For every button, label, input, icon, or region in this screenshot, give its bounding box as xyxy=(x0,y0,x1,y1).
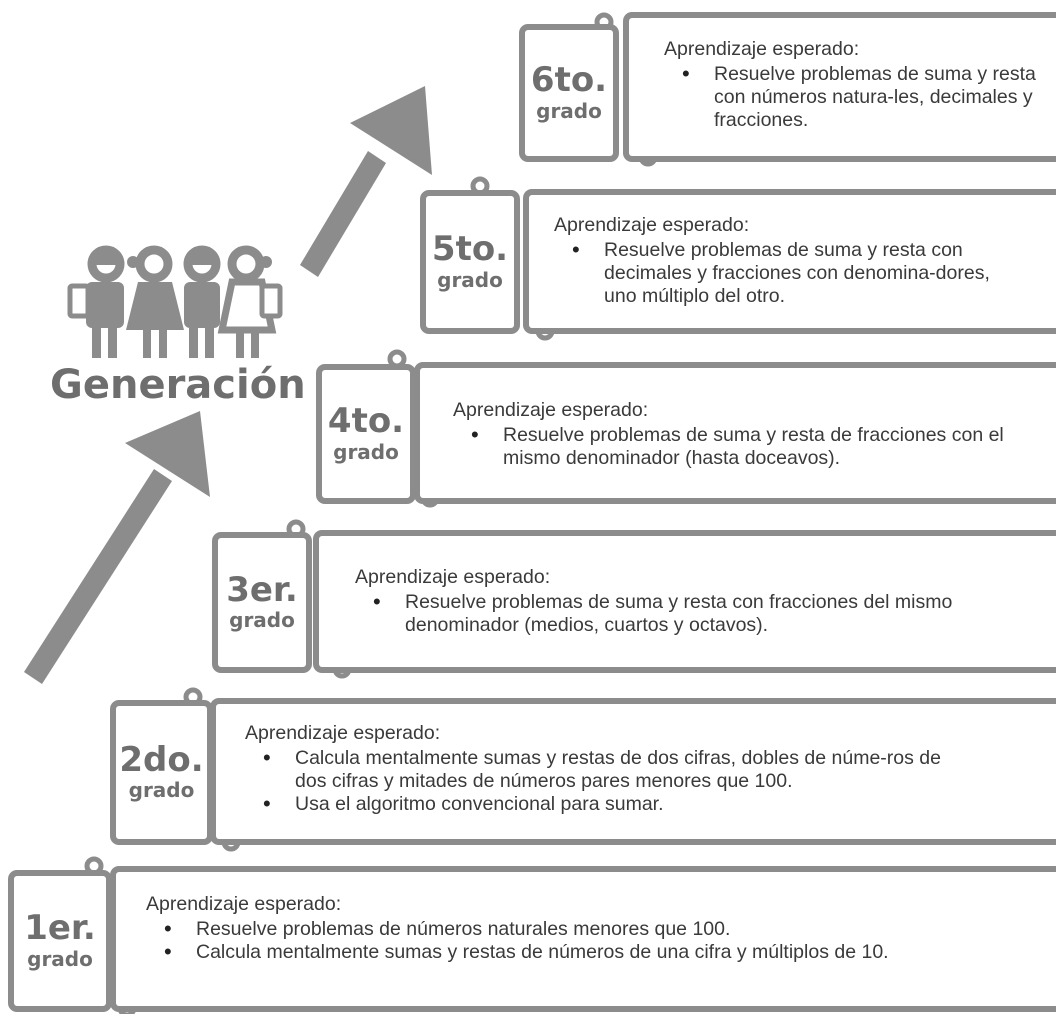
grade-tab-6: 6to. grado xyxy=(519,24,619,162)
grade-number: 5to. xyxy=(431,229,509,270)
grade-text-2: Aprendizaje esperado: Calcula mentalment… xyxy=(245,722,975,816)
arrow-upper-head xyxy=(350,86,432,175)
expected-learning-heading: Aprendizaje esperado: xyxy=(146,893,342,915)
grade-tab-5: 5to. grado xyxy=(420,190,520,334)
grade-number: 2do. xyxy=(119,739,204,780)
people-icon xyxy=(67,245,283,358)
grade-label: grado xyxy=(437,267,503,292)
grade-number: 1er. xyxy=(24,908,96,949)
grade-tab-2: 2do. grado xyxy=(110,700,213,845)
learning-item: Calcula mentalmente sumas y restas de do… xyxy=(245,746,975,793)
expected-learning-heading: Aprendizaje esperado: xyxy=(664,38,860,60)
grade-number: 4to. xyxy=(327,401,405,442)
grade-tab-1: 1er. grado xyxy=(8,870,112,1012)
learning-item: Resuelve problemas de suma y resta con d… xyxy=(554,238,1024,308)
grade-number: 6to. xyxy=(530,60,608,101)
grade-label: grado xyxy=(229,608,295,633)
learning-item: Resuelve problemas de números naturales … xyxy=(146,917,1026,941)
grade-number: 3er. xyxy=(226,569,298,610)
grade-label: grado xyxy=(128,778,195,803)
grade-text-4: Aprendizaje esperado: Resuelve problemas… xyxy=(453,399,1013,470)
grade-label: grado xyxy=(536,98,602,123)
learning-item: Usa el algoritmo convencional para sumar… xyxy=(245,792,975,816)
learning-list: Calcula mentalmente sumas y restas de do… xyxy=(245,746,975,816)
expected-learning-heading: Aprendizaje esperado: xyxy=(245,722,441,744)
expected-learning-heading: Aprendizaje esperado: xyxy=(355,566,551,588)
learning-list: Resuelve problemas de suma y resta con n… xyxy=(664,62,1044,132)
expected-learning-heading: Aprendizaje esperado: xyxy=(554,214,750,236)
learning-item: Resuelve problemas de suma y resta de fr… xyxy=(453,423,1013,470)
learning-item: Resuelve problemas de suma y resta con n… xyxy=(664,62,1044,132)
learning-item: Calcula mentalmente sumas y restas de nú… xyxy=(146,940,1026,964)
learning-item: Resuelve problemas de suma y resta con f… xyxy=(355,590,995,637)
learning-list: Resuelve problemas de números naturales … xyxy=(146,917,1026,964)
generation-title: Generación xyxy=(50,362,306,408)
grade-tab-3: 3er. grado xyxy=(212,532,312,673)
grade-text-5: Aprendizaje esperado: Resuelve problemas… xyxy=(554,214,1024,308)
expected-learning-heading: Aprendizaje esperado: xyxy=(453,399,649,421)
grade-text-3: Aprendizaje esperado: Resuelve problemas… xyxy=(355,566,995,637)
grade-label: grado xyxy=(333,439,399,464)
grade-text-1: Aprendizaje esperado: Resuelve problemas… xyxy=(146,893,1026,964)
grade-tab-4: 4to. grado xyxy=(316,364,416,504)
grade-text-6: Aprendizaje esperado: Resuelve problemas… xyxy=(664,38,1044,132)
grade-label: grado xyxy=(27,946,93,971)
learning-list: Resuelve problemas de suma y resta con d… xyxy=(554,238,1024,308)
arrow-upper-shaft xyxy=(300,151,386,277)
learning-list: Resuelve problemas de suma y resta de fr… xyxy=(453,423,1013,470)
arrow-lower-shaft xyxy=(24,469,172,684)
arrow-lower-head xyxy=(125,411,210,497)
learning-list: Resuelve problemas de suma y resta con f… xyxy=(355,590,995,637)
